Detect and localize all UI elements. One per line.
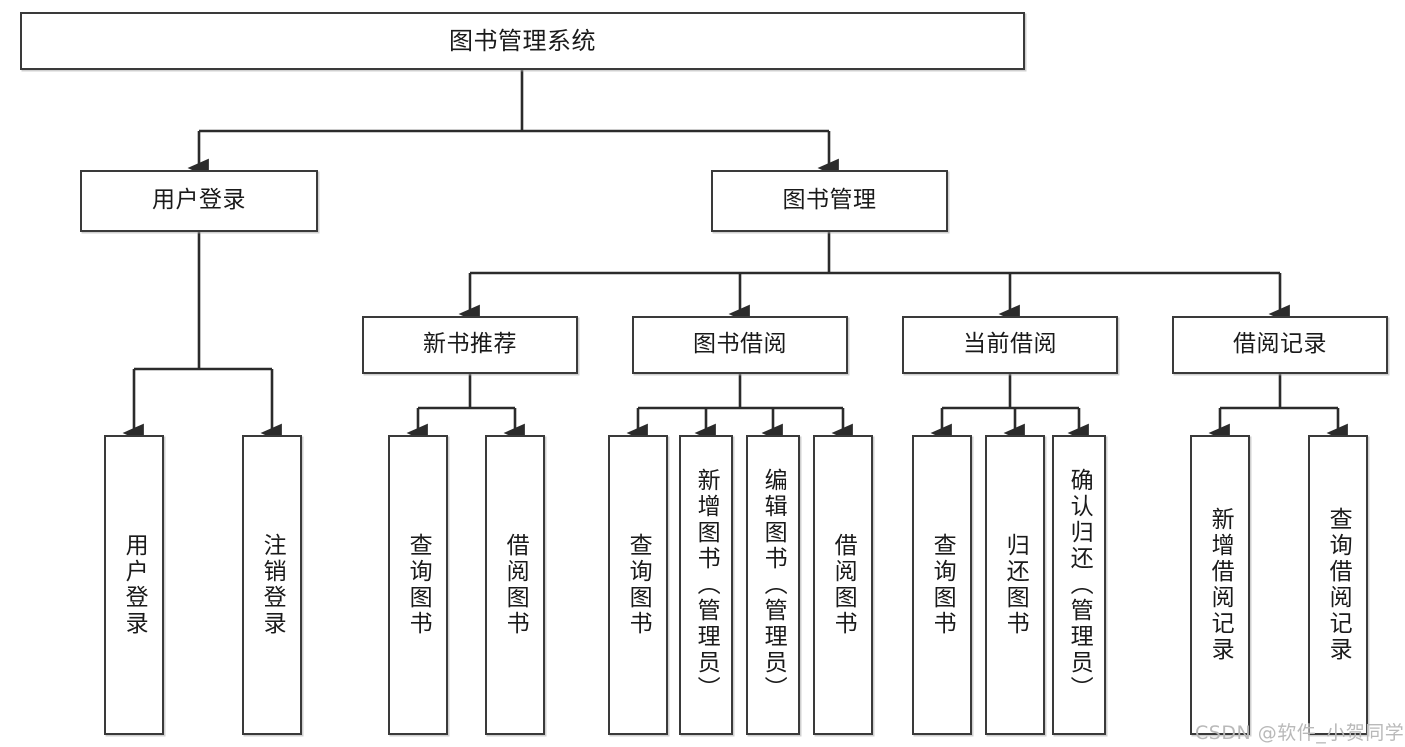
node-label: 确认归还（管理员） xyxy=(1066,468,1093,702)
leaf-confirm-return[interactable]: 确认归还（管理员） xyxy=(1052,435,1106,735)
leaf-add-record[interactable]: 新增借阅记录 xyxy=(1190,435,1250,735)
node-label: 借阅记录 xyxy=(1233,331,1327,358)
node-label: 注销登录 xyxy=(259,533,286,637)
node-label: 编辑图书（管理员） xyxy=(760,468,787,702)
node-book-management[interactable]: 图书管理 xyxy=(711,170,948,232)
leaf-borrow-book-1[interactable]: 借阅图书 xyxy=(485,435,545,735)
node-label: 新书推荐 xyxy=(423,331,517,358)
node-label: 图书借阅 xyxy=(693,331,787,358)
leaf-edit-book[interactable]: 编辑图书（管理员） xyxy=(746,435,800,735)
node-label: 图书管理 xyxy=(782,187,877,214)
leaf-return-book[interactable]: 归还图书 xyxy=(985,435,1045,735)
leaf-logout[interactable]: 注销登录 xyxy=(242,435,302,735)
leaf-user-login[interactable]: 用户登录 xyxy=(104,435,164,735)
node-label: 查询借阅记录 xyxy=(1325,507,1352,663)
leaf-query-book-2[interactable]: 查询图书 xyxy=(608,435,668,735)
leaf-query-record[interactable]: 查询借阅记录 xyxy=(1308,435,1368,735)
leaf-query-book-1[interactable]: 查询图书 xyxy=(388,435,448,735)
node-label: 归还图书 xyxy=(1002,533,1029,637)
node-label: 当前借阅 xyxy=(963,331,1057,358)
node-label: 借阅图书 xyxy=(502,533,529,637)
node-label: 查询图书 xyxy=(625,533,652,637)
node-label: 新增图书（管理员） xyxy=(693,468,720,702)
node-label: 用户登录 xyxy=(152,187,246,214)
node-label: 用户登录 xyxy=(121,533,148,637)
node-label: 新增借阅记录 xyxy=(1207,507,1234,663)
node-label: 图书管理系统 xyxy=(449,26,596,55)
csdn-watermark: CSDN @软件_小贺同学 xyxy=(1195,722,1405,744)
node-user-login[interactable]: 用户登录 xyxy=(80,170,318,232)
node-label: 查询图书 xyxy=(405,533,432,637)
node-borrow-record[interactable]: 借阅记录 xyxy=(1172,316,1388,374)
node-new-book-recommend[interactable]: 新书推荐 xyxy=(362,316,578,374)
node-label: 查询图书 xyxy=(929,533,956,637)
leaf-query-book-3[interactable]: 查询图书 xyxy=(912,435,972,735)
node-book-borrow[interactable]: 图书借阅 xyxy=(632,316,848,374)
node-current-borrow[interactable]: 当前借阅 xyxy=(902,316,1118,374)
leaf-add-book[interactable]: 新增图书（管理员） xyxy=(679,435,733,735)
node-label: 借阅图书 xyxy=(830,533,857,637)
node-root-book-management-system[interactable]: 图书管理系统 xyxy=(20,12,1025,70)
leaf-borrow-book-2[interactable]: 借阅图书 xyxy=(813,435,873,735)
